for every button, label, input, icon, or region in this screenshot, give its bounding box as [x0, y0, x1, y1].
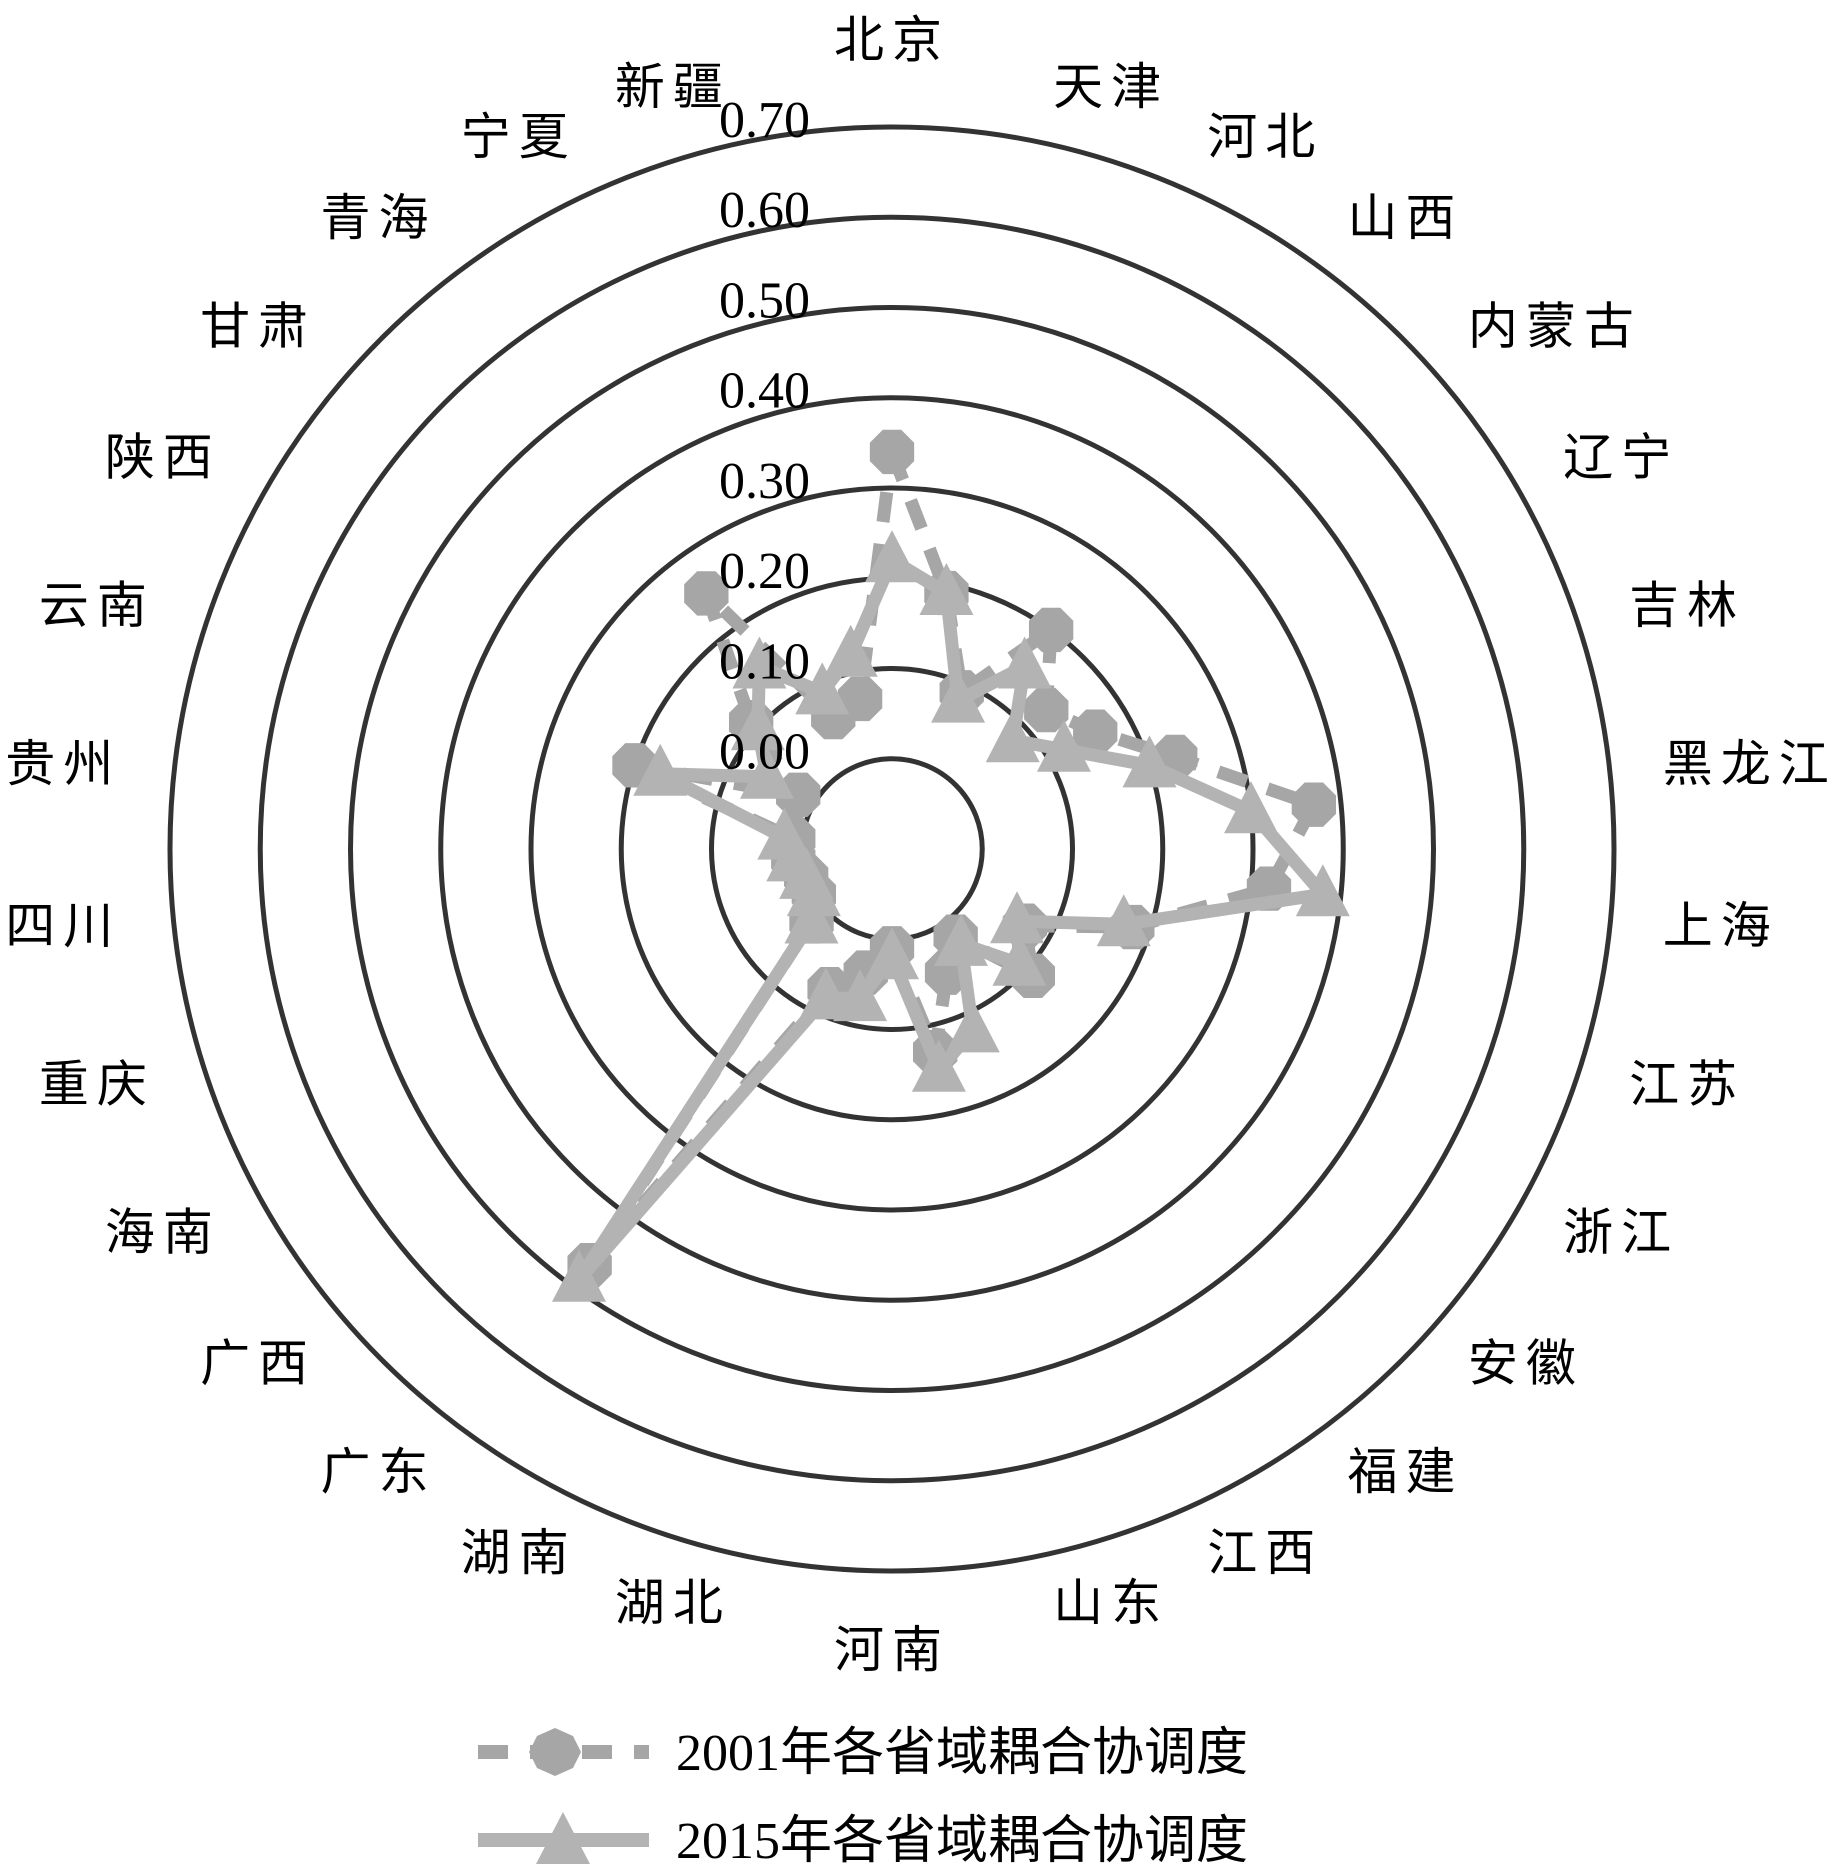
- category-label: 海南: [105, 1204, 221, 1262]
- data-point-陕西: [776, 772, 821, 818]
- category-label: 广东: [320, 1443, 436, 1501]
- legend-item-2015: 2015年各省域耦合协调度: [478, 1812, 1248, 1866]
- gridline-ring: [528, 485, 1256, 1213]
- legend-circle-marker-icon: [529, 1728, 581, 1776]
- category-label: 浙江: [1563, 1204, 1679, 1262]
- tick-label: 0.50: [719, 272, 810, 329]
- tick-label: 0.70: [719, 92, 810, 149]
- category-label: 安徽: [1468, 1335, 1584, 1393]
- category-label: 云南: [39, 577, 155, 635]
- category-label: 湖南: [461, 1524, 577, 1582]
- data-point-北京: [869, 429, 915, 475]
- data-point-辽宁: [1036, 719, 1091, 772]
- data-point-福建: [933, 913, 988, 966]
- gridline-ring: [709, 666, 1075, 1032]
- category-label: 河北: [1207, 108, 1323, 166]
- category-label: 新疆: [615, 58, 731, 116]
- data-point-北京: [865, 530, 919, 583]
- category-label: 广西: [200, 1335, 316, 1393]
- gridline-ring: [618, 575, 1166, 1123]
- category-label: 山西: [1348, 189, 1464, 247]
- category-label: 辽宁: [1563, 429, 1679, 487]
- data-point-河南: [865, 927, 919, 980]
- category-label: 黑龙江: [1663, 735, 1837, 793]
- data-point-贵州: [757, 807, 812, 860]
- category-label: 上海: [1663, 897, 1779, 955]
- category-label: 天津: [1053, 58, 1169, 116]
- legend-item-2001: 2001年各省域耦合协调度: [478, 1725, 1248, 1782]
- tick-label: 0.30: [719, 453, 810, 510]
- category-label: 内蒙古: [1468, 297, 1642, 355]
- data-point-江苏: [1096, 894, 1151, 947]
- gridline-ring: [348, 305, 1436, 1393]
- data-point-浙江: [990, 891, 1045, 944]
- category-label: 福建: [1348, 1443, 1464, 1501]
- gridline-ring: [167, 124, 1617, 1574]
- category-label: 湖北: [615, 1574, 731, 1632]
- series-layer: [552, 429, 1350, 1302]
- gridline-ring: [257, 214, 1527, 1484]
- category-label: 山东: [1053, 1574, 1169, 1632]
- category-label: 宁夏: [461, 108, 577, 166]
- category-label: 吉林: [1629, 577, 1745, 635]
- radial-tick-labels: 0.00 0.10 0.20 0.30 0.40 0.50 0.60 0.70: [719, 92, 810, 781]
- data-point-湖南: [798, 967, 853, 1020]
- category-label: 甘肃: [200, 297, 316, 355]
- data-point-广西: [784, 891, 839, 944]
- category-label: 北京: [834, 11, 950, 69]
- data-point-宁夏: [795, 662, 850, 715]
- data-point-辽宁: [1073, 709, 1118, 754]
- data-point-内蒙古: [985, 710, 1040, 763]
- data-point-山西: [1028, 607, 1074, 653]
- data-point-河北: [931, 670, 986, 723]
- data-point-山西: [997, 636, 1052, 689]
- data-point-内蒙古: [1024, 687, 1069, 733]
- data-point-天津: [919, 562, 974, 615]
- category-label: 青海: [320, 189, 436, 247]
- radial-gridlines: [167, 124, 1617, 1574]
- tick-label: 0.00: [719, 724, 810, 781]
- tick-label: 0.10: [719, 633, 810, 690]
- data-point-广东: [552, 1249, 607, 1302]
- category-label: 江苏: [1629, 1055, 1745, 1113]
- data-point-新疆: [823, 624, 878, 677]
- data-point-吉林: [1122, 735, 1177, 788]
- legend-label-2001: 2001年各省域耦合协调度: [676, 1725, 1248, 1782]
- category-label: 四川: [5, 897, 121, 955]
- data-point-黑龙江: [1291, 782, 1337, 827]
- legend-label-2015: 2015年各省域耦合协调度: [676, 1813, 1248, 1866]
- category-label: 陕西: [105, 429, 221, 487]
- category-label: 河南: [834, 1621, 950, 1679]
- legend: 2001年各省域耦合协调度 2015年各省域耦合协调度: [478, 1725, 1248, 1866]
- category-label: 江西: [1207, 1524, 1323, 1582]
- data-point-上海: [1295, 864, 1350, 917]
- data-point-甘肃: [730, 698, 785, 751]
- data-point-青海: [732, 636, 787, 689]
- data-point-黑龙江: [1224, 781, 1279, 834]
- data-point-山东: [911, 1039, 966, 1092]
- data-point-安徽: [992, 933, 1047, 986]
- tick-label: 0.40: [719, 363, 810, 420]
- data-point-江西: [945, 1000, 1000, 1053]
- gridline-ring: [438, 395, 1346, 1303]
- category-label: 重庆: [39, 1055, 155, 1113]
- legend-triangle-marker-icon: [536, 1812, 590, 1864]
- tick-label: 0.60: [719, 182, 810, 239]
- category-label: 贵州: [5, 735, 121, 793]
- data-point-青海: [684, 571, 729, 616]
- data-point-新疆: [837, 676, 883, 722]
- data-point-陕西: [739, 746, 794, 799]
- tick-label: 0.20: [719, 543, 810, 600]
- series-2015: [552, 530, 1350, 1302]
- data-point-云南: [633, 743, 688, 796]
